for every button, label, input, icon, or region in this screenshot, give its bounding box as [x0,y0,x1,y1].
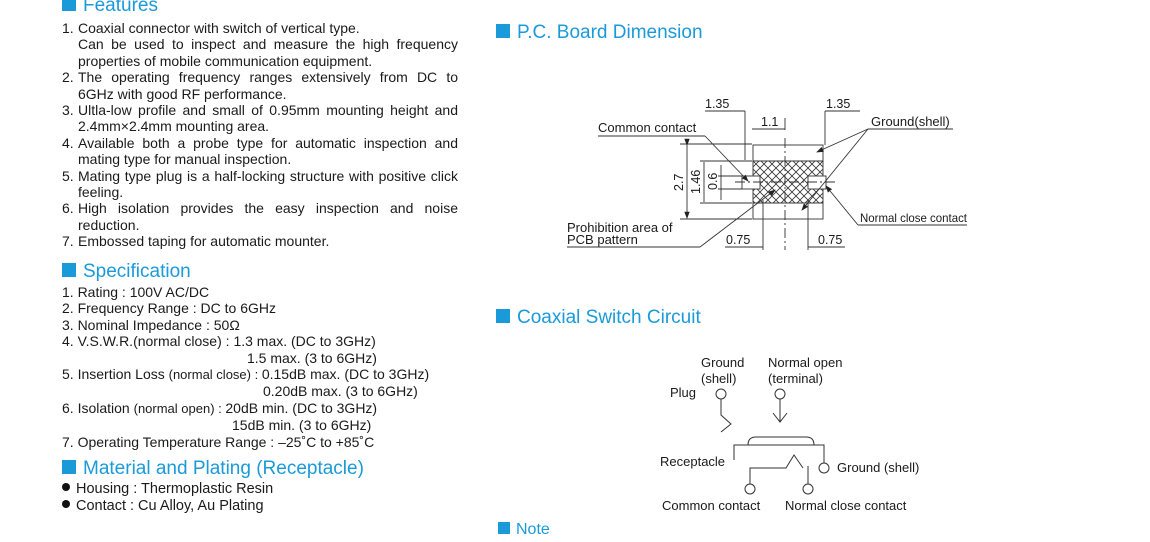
feature-line: feeling. [78,184,124,201]
label-ground-shell: Ground(shell) [871,114,950,129]
feature-item: 3. Ultla-low profile and small of 0.95mm… [62,102,458,135]
label-common-contact: Common contact [598,120,697,135]
bullet-icon [62,500,70,508]
features-list: 1. Coaxial connector with switch of vert… [62,20,458,250]
label-pcb-pattern: PCB pattern [567,232,638,247]
feature-item: 1. Coaxial connector with switch of vert… [62,20,458,69]
spec-insertion-loss-2: 0.20dB max. (3 to 6GHz) [263,383,418,400]
label-prohibition-area: Prohibition area of [567,220,673,235]
label-plug: Plug [670,385,696,400]
spec-vswr-2: 1.5 max. (3 to 6GHz) [247,349,377,366]
receptacle-shell [733,444,825,463]
plug-ground-terminal [715,388,727,400]
spec-vswr: 4. V.S.W.R.(normal close) : 1.3 max. (DC… [62,333,376,350]
dim-0-75-right: 0.75 [818,233,842,247]
normal-open-terminal [774,388,786,400]
dim-2-7: 2.7 [672,174,686,191]
spec-impedance: 3. Nominal Impedance : 50Ω [62,316,240,333]
feature-item: 6. High isolation provides the easy insp… [62,200,458,233]
plug-ground-line [720,399,732,433]
dim-0-6: 0.6 [706,173,720,190]
dim-1-46: 1.46 [689,170,703,194]
feature-line: The operating frequency ranges extensive… [78,69,458,86]
material-list: Housing : Thermoplastic Resin Contact : … [62,481,273,515]
features-heading: Features [62,0,158,16]
feature-line: Coaxial connector with switch of vertica… [78,20,360,36]
feature-line: 6GHz with good RF performance. [78,85,287,102]
specification-list: 1. Rating : 100V AC/DC 2. Frequency Rang… [62,284,429,450]
material-item: Contact : Cu Alloy, Au Plating [62,498,273,515]
feature-line: Ultla-low profile and small of 0.95mm mo… [78,102,458,119]
label-ground: Ground [701,355,744,370]
dim-1-1: 1.1 [761,115,778,129]
label-terminal: (terminal) [768,371,823,386]
feature-line: High isolation provides the easy inspect… [78,200,458,217]
bullet-icon [62,483,70,491]
feature-line: Can be used to inspect and measure the h… [78,36,458,53]
square-bullet-icon [62,263,76,277]
pcb-heading: P.C. Board Dimension [496,23,703,43]
feature-line: Mating type plug is a half-locking struc… [78,167,458,184]
material-heading: Material and Plating (Receptacle) [62,459,364,479]
spec-temperature: 7. Operating Temperature Range : –25˚C t… [62,433,375,450]
note-heading: Note [498,520,550,540]
feature-line: Embossed taping for automatic mounter. [78,233,330,250]
common-contact-line [749,454,804,484]
label-ground-shell-circuit: Ground (shell) [837,460,919,475]
spec-rating: 1. Rating : 100V AC/DC [62,284,210,300]
square-bullet-icon [496,309,510,323]
feature-item: 5. Mating type plug is a half-locking st… [62,167,458,201]
spec-isolation: 6. Isolation (normal open) : 20dB min. (… [62,399,378,416]
label-receptacle: Receptacle [660,454,725,469]
label-normal-close-circuit: Normal close contact [785,498,907,513]
square-bullet-icon [62,460,76,474]
dim-1-35-left: 1.35 [705,97,729,111]
label-shell: (shell) [701,371,736,386]
label-normal-open: Normal open [768,355,842,370]
dim-0-75-left: 0.75 [726,233,750,247]
feature-line: 2.4mm×2.4mm mounting area. [78,118,270,135]
receptacle-ground-terminal [818,462,830,474]
label-common-contact-circuit: Common contact [662,498,761,513]
square-bullet-icon [496,24,510,38]
feature-line: mating type for manual inspection. [78,151,292,168]
spec-insertion-loss: 5. Insertion Loss (normal close) : 0.15d… [62,366,430,383]
specification-heading: Specification [62,262,191,282]
normal-close-terminal [802,483,814,495]
spec-isolation-2: 15dB min. (3 to 6GHz) [232,417,372,434]
circuit-heading: Coaxial Switch Circuit [496,308,701,328]
feature-item: 2. The operating frequency ranges extens… [62,69,458,102]
feature-line: properties of mobile communication equip… [78,52,373,69]
ground-pad-top [752,144,824,162]
square-bullet-icon [498,522,510,534]
dim-1-35-right: 1.35 [826,97,850,111]
common-contact-terminal [744,483,756,495]
feature-line: Available both a probe type for automati… [78,134,458,151]
material-item: Housing : Thermoplastic Resin [62,481,273,498]
label-normal-close-contact: Normal close contact [860,211,968,225]
normal-close-pad [807,175,827,190]
ground-pad-bottom [752,202,824,220]
square-bullet-icon [62,0,76,11]
spec-frequency: 2. Frequency Range : DC to 6GHz [62,300,276,317]
feature-item: 7. Embossed taping for automatic mounter… [62,233,458,249]
feature-line: reduction. [78,216,140,233]
feature-item: 4. Available both a probe type for autom… [62,134,458,168]
